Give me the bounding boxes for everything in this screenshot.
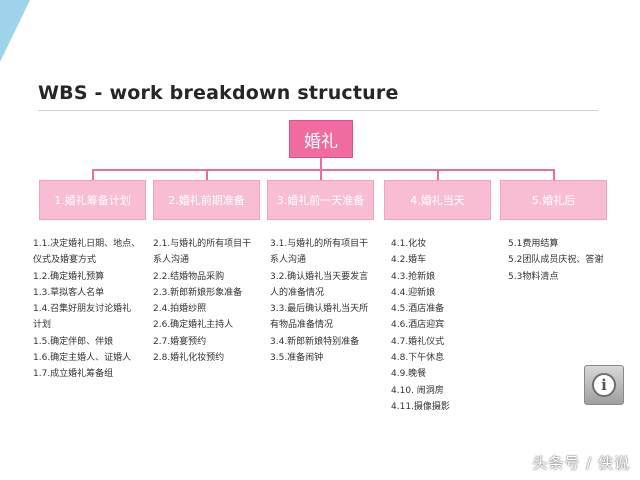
phase-node-2: 2.婚礼前期准备	[153, 180, 260, 220]
task-item: 3.2.确认婚礼当天要发言	[270, 271, 369, 282]
task-item: 人的准备情况	[270, 287, 325, 298]
task-item: 1.6.确定主婚人、证婚人	[33, 353, 132, 364]
phase-connector-2	[206, 169, 208, 180]
watermark: 头条号 / 侠说	[532, 454, 630, 472]
task-item: 4.8.下午休息	[391, 353, 445, 364]
task-item: 5.3物料清点	[508, 271, 559, 282]
branch-connector	[93, 169, 554, 171]
phase-connector-3	[320, 169, 322, 180]
task-item: 有物品准备情况	[270, 320, 334, 331]
task-item: 5.1费用结算	[508, 239, 559, 249]
task-item: 4.9.晚餐	[391, 369, 427, 380]
phase-connector-4	[437, 169, 439, 180]
task-item: 4.5.酒店准备	[391, 304, 445, 315]
task-item: 计划	[33, 320, 52, 331]
task-list-5: 5.1费用结算 5.2团队成员庆祝、答谢 5.3物料清点	[508, 236, 603, 285]
task-item: 5.2团队成员庆祝、答谢	[508, 255, 604, 266]
task-item: 3.4.新郎新娘特别准备	[270, 336, 360, 347]
task-item: 4.4.迎新娘	[391, 287, 436, 298]
task-item: 4.10. 闹洞房	[391, 385, 444, 396]
task-list-2: 2.1.与婚礼的所有项目干系人沟通 2.2.结婚物品采购 2.3.新郎新娘形象准备 2…	[153, 236, 251, 366]
phase-node-5: 5.婚礼后	[500, 180, 607, 220]
phase-node-4: 4.婚礼当天	[384, 180, 491, 220]
task-item: 4.1.化妆	[391, 239, 427, 249]
task-item: 1.3.草拟客人名单	[33, 287, 105, 298]
task-item: 4.2.婚车	[391, 255, 427, 266]
task-item: 仪式及婚宴方式	[33, 255, 97, 266]
corner-decoration	[0, 0, 30, 62]
task-item: 1.2.确定婚礼预算	[33, 271, 105, 282]
task-list-4: 4.1.化妆 4.2.婚车 4.3.抢新娘 4.4.迎新娘 4.5.酒店准备 4.6.酒店…	[391, 236, 450, 415]
task-item: 4.11.摄像摄影	[391, 401, 450, 412]
task-list-1: 1.1.决定婚礼日期、地点、仪式及婚宴方式 1.2.确定婚礼预算 1.3.草拟客人名…	[33, 236, 140, 383]
task-list-3: 3.1.与婚礼的所有项目干系人沟通 3.2.确认婚礼当天要发言人的准备情况 3.3.…	[270, 236, 368, 366]
phase-connector-1	[92, 169, 94, 180]
task-item: 1.7.成立婚礼筹备组	[33, 369, 114, 380]
task-item: 2.6.确定婚礼主持人	[153, 320, 234, 331]
task-item: 系人沟通	[270, 255, 307, 266]
task-item: 2.8.婚礼化妆预约	[153, 353, 225, 364]
task-item: 2.7.婚宴预约	[153, 336, 207, 347]
task-item: 3.5.准备闹钟	[270, 353, 324, 364]
task-item: 系人沟通	[153, 255, 190, 266]
task-item: 2.1.与婚礼的所有项目干	[153, 239, 252, 249]
page-title: WBS - work breakdown structure	[38, 82, 399, 104]
task-item: 2.2.结婚物品采购	[153, 271, 225, 282]
task-item: 1.1.决定婚礼日期、地点、	[33, 239, 141, 249]
task-item: 1.5.确定伴郎、伴娘	[33, 336, 114, 347]
task-item: 4.6.酒店迎宾	[391, 320, 445, 331]
task-item: 3.3.最后确认婚礼当天所	[270, 304, 369, 315]
info-icon: i	[592, 373, 616, 397]
title-divider	[38, 110, 598, 111]
task-item: 4.7.婚礼仪式	[391, 336, 445, 347]
root-node: 婚礼	[289, 120, 353, 158]
task-item: 3.1.与婚礼的所有项目干	[270, 239, 369, 249]
task-item: 1.4.召集好朋友讨论婚礼	[33, 304, 132, 315]
task-item: 4.3.抢新娘	[391, 271, 436, 282]
root-connector	[320, 158, 322, 170]
info-button[interactable]: i	[584, 365, 624, 405]
task-item: 2.4.拍婚纱照	[153, 304, 207, 315]
phase-connector-5	[553, 169, 555, 180]
phase-node-1: 1.婚礼筹备计划	[39, 180, 146, 220]
phase-node-3: 3.婚礼前一天准备	[267, 180, 374, 220]
task-item: 2.3.新郎新娘形象准备	[153, 287, 243, 298]
